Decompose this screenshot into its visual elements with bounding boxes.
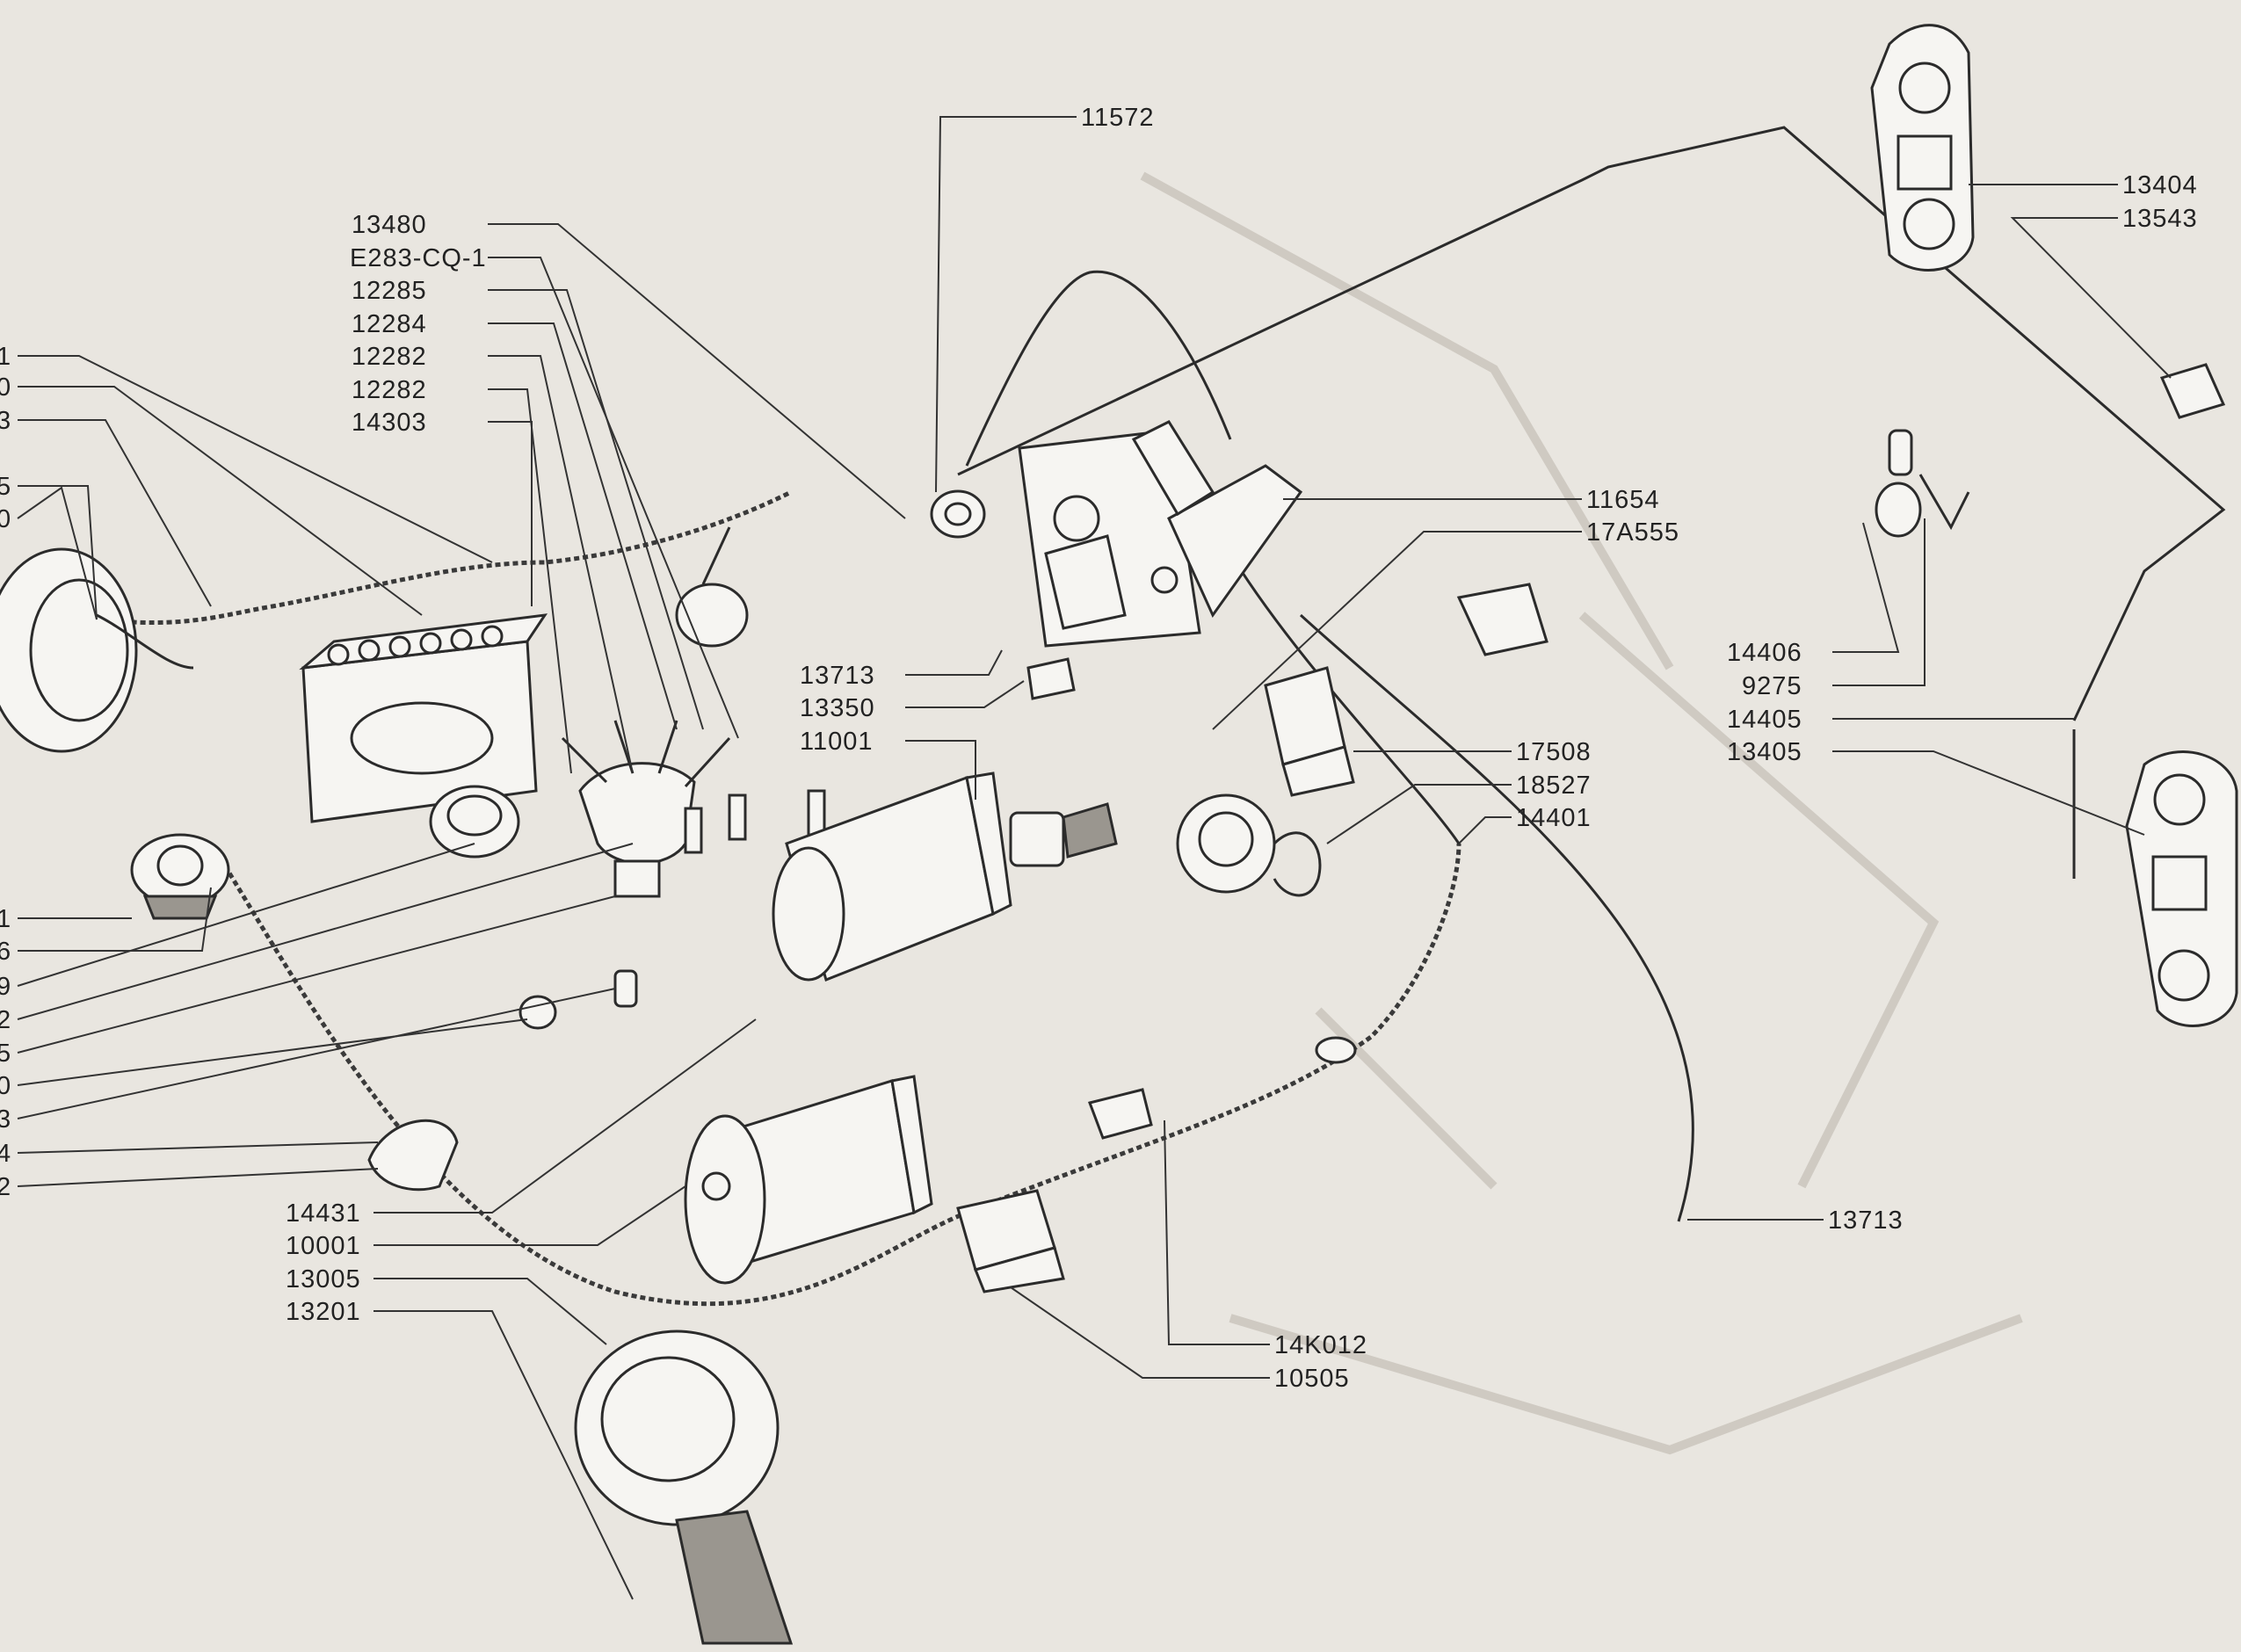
left-edge-label-14: 2 xyxy=(0,1173,11,1201)
starter-solenoid xyxy=(675,526,749,648)
spark-plugs xyxy=(684,789,826,854)
label-14401: 14401 xyxy=(1516,804,1592,832)
tail-lamp-left xyxy=(1870,24,1975,272)
left-edge-label-11: 0 xyxy=(0,1072,11,1100)
label-18527: 18527 xyxy=(1516,772,1592,800)
right-headlamp xyxy=(574,1330,794,1645)
license-plate-lamp xyxy=(2159,363,2226,419)
light-switch xyxy=(1026,657,1076,700)
horn xyxy=(130,833,230,920)
dome-light xyxy=(1456,583,1548,656)
instrument-panel xyxy=(1018,420,1303,648)
label-12282-a: 12282 xyxy=(352,343,427,371)
label-13350: 13350 xyxy=(800,694,875,722)
label-9275: 9275 xyxy=(1742,672,1802,700)
label-12284: 12284 xyxy=(352,310,427,338)
ignition-switch xyxy=(930,489,986,539)
part-labels: 11572 13480 E283-CQ-1 12285 12284 12282 … xyxy=(0,104,2198,1393)
label-14405: 14405 xyxy=(1727,706,1802,734)
distributor xyxy=(561,720,731,898)
battery xyxy=(299,613,548,823)
label-11001: 11001 xyxy=(800,728,874,756)
oil-pressure-switch xyxy=(519,995,557,1030)
left-edge-label-5: 0 xyxy=(0,505,11,533)
label-14k012: 14K012 xyxy=(1274,1331,1367,1359)
connector-block xyxy=(1088,1036,1357,1140)
battery-caps xyxy=(327,625,504,666)
label-17a555: 17A555 xyxy=(1586,518,1679,547)
temperature-sender xyxy=(613,969,638,1008)
label-13713-b: 13713 xyxy=(1828,1206,1904,1235)
label-11572: 11572 xyxy=(1081,104,1155,132)
ignition-coil xyxy=(429,785,520,859)
side-lamp xyxy=(367,1119,459,1192)
fuel-tank-sender xyxy=(1875,429,1970,538)
voltage-regulator xyxy=(956,1189,1065,1293)
left-edge-label-8: 9 xyxy=(0,973,11,1001)
label-10505: 10505 xyxy=(1274,1365,1350,1393)
left-edge-label-7: 6 xyxy=(0,938,11,966)
left-edge-label-3: 3 xyxy=(0,407,11,435)
label-12285: 12285 xyxy=(352,277,427,305)
leader-lines xyxy=(17,116,2172,1600)
label-14406: 14406 xyxy=(1727,639,1802,667)
label-12282-b: 12282 xyxy=(352,376,427,404)
heater-blower-motor xyxy=(1176,793,1322,897)
label-13405: 13405 xyxy=(1727,738,1802,766)
left-edge-label-4: 5 xyxy=(0,473,11,501)
label-14303: 14303 xyxy=(352,409,427,437)
wiper-motor xyxy=(1264,666,1355,797)
left-edge-label-9: 2 xyxy=(0,1006,11,1034)
label-13543: 13543 xyxy=(2122,205,2198,233)
tail-lamp-right xyxy=(2125,750,2238,1027)
left-edge-label-13: 4 xyxy=(0,1140,11,1168)
left-edge-label-1: 1 xyxy=(0,343,11,371)
label-13713-a: 13713 xyxy=(800,662,875,690)
label-14431: 14431 xyxy=(286,1199,361,1228)
label-13480: 13480 xyxy=(352,211,427,239)
label-13404: 13404 xyxy=(2122,171,2198,199)
left-edge-label-10: 5 xyxy=(0,1040,11,1068)
left-edge-label-6: 1 xyxy=(0,905,11,933)
left-headlamp xyxy=(0,547,194,753)
left-edge-label-2: 0 xyxy=(0,373,11,402)
label-13005: 13005 xyxy=(286,1265,361,1293)
wiring-harness xyxy=(69,126,2226,1307)
starter-motor xyxy=(772,772,1118,982)
left-edge-label-12: 3 xyxy=(0,1105,11,1134)
label-e283-cq-1: E283-CQ-1 xyxy=(350,244,487,272)
label-17508: 17508 xyxy=(1516,738,1592,766)
label-13201: 13201 xyxy=(286,1298,361,1326)
label-10001: 10001 xyxy=(286,1232,361,1260)
generator xyxy=(684,1075,933,1285)
label-11654: 11654 xyxy=(1586,486,1660,514)
